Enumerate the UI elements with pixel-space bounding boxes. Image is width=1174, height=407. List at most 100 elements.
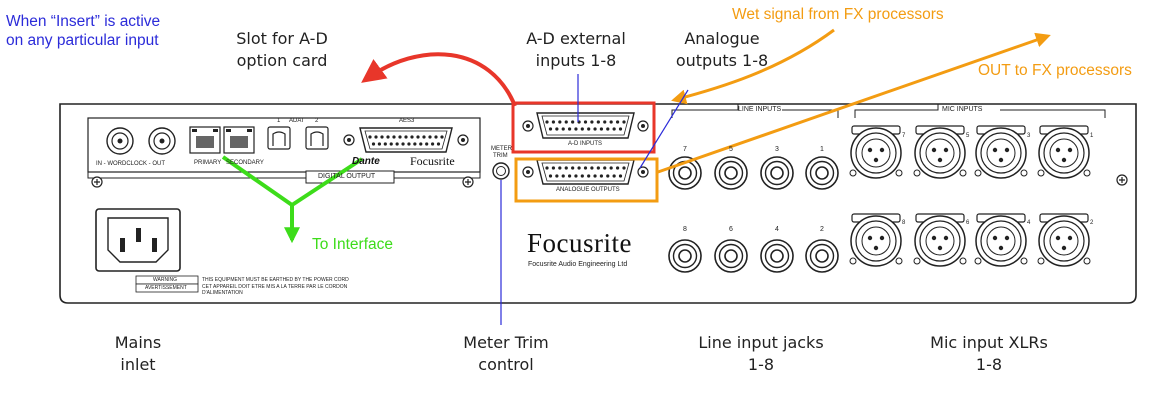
line-jacks-caption-line-1: Line input jacks: [698, 333, 824, 352]
adat-label: ADAT: [289, 118, 305, 124]
line-num-8: 8: [683, 226, 687, 233]
db25-pin: [436, 142, 441, 146]
mains-inlet-caption: Mains inlet: [88, 332, 188, 375]
db25-pin: [615, 120, 620, 124]
db25-pin: [590, 166, 594, 170]
db25-pin: [416, 135, 420, 139]
db25-pin: [593, 174, 597, 178]
db25-pin: [571, 120, 575, 124]
db25-pin: [574, 174, 578, 178]
wordclock-out-connector: [148, 127, 176, 155]
line-input-jack-6: [714, 239, 748, 273]
avert-text-line-2: D'ALIMENTATION: [202, 289, 243, 296]
db25-pin: [428, 135, 432, 139]
db25-pin: [558, 120, 562, 124]
db25-pin: [374, 135, 378, 139]
analogue-outputs-line-1: Analogue: [684, 29, 760, 48]
mains-caption-line-1: Mains: [114, 333, 162, 352]
db25-pin: [398, 135, 402, 139]
meter-label: METER: [491, 146, 512, 152]
red-curved-arrow: [361, 52, 517, 107]
to-interface-label: To Interface: [312, 236, 393, 253]
focusrite-small-logo: Focusrite: [410, 154, 455, 168]
line-inputs-label: LINE INPUTS: [738, 106, 782, 113]
aes3-label: AES3: [399, 118, 415, 124]
db25-pin: [383, 142, 387, 146]
db25-pin: [404, 135, 408, 139]
meter-trim-caption: Meter Trim control: [436, 332, 576, 375]
adat-port-1: [267, 126, 291, 150]
db25-pin: [386, 135, 390, 139]
ad-external-label: A-D external inputs 1-8: [506, 28, 646, 71]
ad-external-line-1: A-D external: [526, 29, 626, 48]
line-input-jack-3: [760, 156, 794, 190]
db25-pin: [545, 120, 549, 124]
db25-pin: [564, 120, 568, 124]
mic-input-xlr-6: [913, 213, 967, 267]
db25-pin: [583, 120, 588, 124]
db25-pin: [609, 166, 613, 170]
mic-num-5: 5: [966, 133, 970, 139]
digital-output-label: DIGITAL OUTPUT: [318, 173, 376, 180]
db25-pin: [615, 166, 620, 170]
db25-pin: [551, 120, 556, 124]
db25-pin: [407, 142, 411, 146]
line-num-1: 1: [820, 146, 824, 153]
warning-text: THIS EQUIPMENT MUST BE EARTHED BY THE PO…: [202, 277, 349, 283]
db25-pin: [419, 142, 423, 146]
line-num-7: 7: [683, 146, 687, 153]
db25-pin: [564, 166, 568, 170]
db25-pin: [606, 174, 610, 178]
avert-text-line-1: CET APPAREIL DOIT ETRE MIS A LA TERRE PA…: [202, 284, 348, 290]
db25-pin: [377, 142, 382, 146]
db25-pin: [622, 166, 626, 170]
db25-pin: [430, 142, 435, 146]
mic-inputs-label: MIC INPUTS: [942, 106, 983, 113]
analogue-outputs-panel-label: ANALOGUE OUTPUTS: [556, 187, 620, 193]
db25-pin: [545, 166, 549, 170]
line-jacks-caption: Line input jacks 1-8: [676, 332, 846, 375]
slot-option-card-label: Slot for A-D option card: [222, 28, 342, 71]
wet-signal-label: Wet signal from FX processors: [732, 6, 944, 23]
mic-input-xlr-3: [974, 125, 1028, 179]
mic-input-xlr-2: [1037, 213, 1091, 267]
chassis-screw-right: [1116, 174, 1128, 186]
mic-num-6: 6: [966, 220, 970, 226]
db25-pin: [577, 166, 581, 170]
line-num-2: 2: [820, 226, 824, 233]
ad-inputs-highlight-box: [511, 101, 656, 154]
db25-pin: [395, 142, 399, 146]
avert-text: CET APPAREIL DOIT ETRE MIS A LA TERRE PA…: [202, 284, 348, 296]
db25-pin: [413, 142, 417, 146]
db25-pin: [567, 174, 572, 178]
db25-pin: [440, 135, 444, 139]
db25-pin: [609, 120, 613, 124]
db25-pin: [548, 174, 553, 178]
mic-num-7: 7: [902, 133, 906, 139]
out-to-fx-label: OUT to FX processors: [978, 62, 1132, 79]
wordclock-label: IN - WORDCLOCK - OUT: [96, 161, 165, 167]
adat-port-2: [305, 126, 329, 150]
db25-pin: [603, 120, 607, 124]
db25-pin: [580, 127, 584, 131]
db25-pin: [555, 127, 559, 131]
db25-pin: [410, 135, 414, 139]
focusrite-subtitle: Focusrite Audio Engineering Ltd: [528, 261, 628, 268]
adat-1-label: 1: [277, 118, 281, 124]
secondary-label: SECONDARY: [226, 160, 264, 166]
db25-pin: [389, 142, 393, 146]
db25-pin: [574, 127, 578, 131]
orange-arrow-wet-signal: [671, 28, 835, 105]
db25-pin: [425, 142, 429, 146]
aes3-db25-connector: [343, 127, 469, 153]
chassis-screw-left: [91, 176, 103, 188]
db25-pin: [587, 127, 591, 131]
ethernet-secondary-port: [223, 126, 255, 154]
db25-pin: [622, 120, 626, 124]
db25-pin: [583, 166, 588, 170]
line-num-4: 4: [775, 226, 779, 233]
mains-iec-inlet: [95, 208, 181, 272]
meter-trim-caption-line-2: control: [478, 354, 534, 374]
mic-input-xlr-5: [913, 125, 967, 179]
analogue-outputs-annotation: Analogue outputs 1-8: [652, 28, 792, 71]
